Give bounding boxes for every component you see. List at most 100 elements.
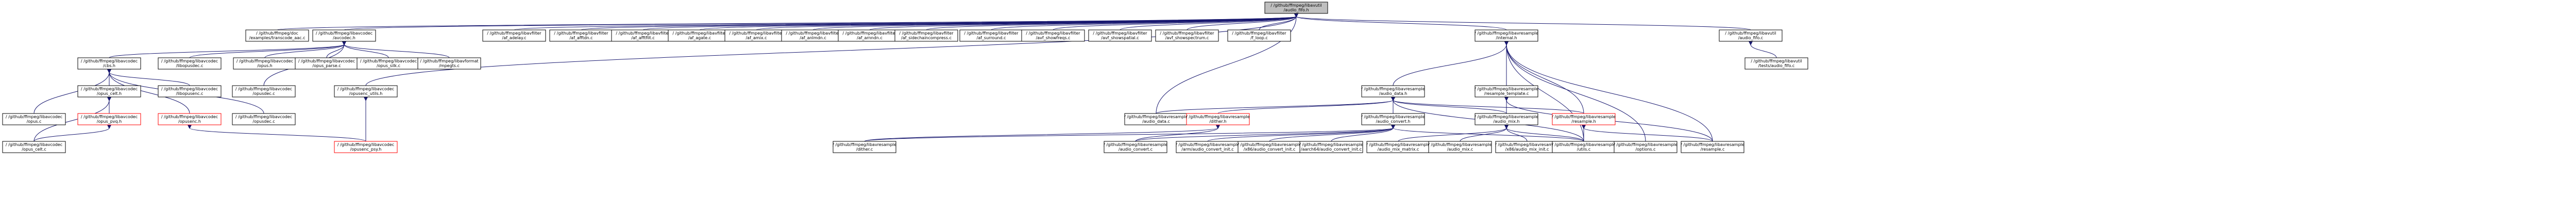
file-node[interactable]: / /github/ffmpeg/libavutil/audio_fifo.c (1719, 29, 1783, 42)
file-node[interactable]: / /github/ffmpeg/libavcodec/opusdec.c (232, 85, 296, 98)
dependency-edge (344, 44, 450, 58)
file-node-label: /f_loop.c (1250, 36, 1268, 40)
file-node[interactable]: / /github/ffmpeg/libavresample/aarch64/a… (1299, 141, 1363, 153)
file-node-label: / /github/ffmpeg/libavfilter (616, 31, 670, 36)
file-node-label: /mpegts.c (439, 63, 460, 68)
file-node-label: / /github/ffmpeg/libavresample (1681, 142, 1744, 147)
dependency-edge (1506, 44, 1713, 142)
dependency-edge (1393, 128, 1584, 142)
file-node[interactable]: / /github/ffmpeg/libavcodec/opus_pvq.h (77, 113, 141, 125)
file-node-label: / /github/ffmpeg/libavcodec (81, 87, 138, 91)
file-node-label: /tests/audio_fifo.c (1758, 63, 1795, 68)
file-node-label: /af_amix.c (745, 36, 767, 40)
file-node-label: / /github/ffmpeg/libavfilter (786, 31, 840, 36)
file-node-label: / /github/ffmpeg/libavcodec (235, 87, 292, 91)
file-node[interactable]: / /github/ffmpeg/libavresample/audio_dat… (1124, 113, 1188, 125)
file-node-label: / /github/ffmpeg/libavfilter (1160, 31, 1214, 36)
file-node-label: / /github/ffmpeg/libavfilter (1026, 31, 1080, 36)
file-node[interactable]: / /github/ffmpeg/libavcodec/cbs.h (77, 57, 141, 70)
file-node[interactable]: / /github/ffmpeg/libavfilter/af_surround… (959, 29, 1023, 42)
file-node-box (1155, 29, 1219, 42)
file-node-box (334, 141, 398, 153)
file-node[interactable]: / /github/ffmpeg/libavcodec/opus.h (233, 57, 297, 70)
file-node-box (312, 29, 376, 42)
file-node-label: /af_surround.c (977, 36, 1006, 40)
file-node-label: / /github/ffmpeg/libavresample (1299, 142, 1363, 147)
file-node[interactable]: / /github/ffmpeg/libavfilter/f_loop.c (1227, 29, 1291, 42)
file-node[interactable]: / /github/ffmpeg/libavcodec/avcodec.h (312, 29, 376, 42)
file-node-label: /aarch64/audio_convert_init.c (1301, 147, 1362, 152)
file-node-label: /audio_fifo.h (1283, 8, 1309, 12)
file-node-label: / /github/ffmpeg/libavcodec (316, 31, 372, 36)
file-node[interactable]: / /github/ffmpeg/libavfilter/avf_showfre… (1021, 29, 1085, 42)
file-node-label: / /github/ffmpeg/libavcodec (236, 59, 293, 63)
file-node[interactable]: / /github/ffmpeg/libavresample/audio_dat… (1361, 85, 1425, 98)
file-node-label: /audio_data.h (1379, 91, 1408, 96)
file-node-label: / /github/ffmpeg/libavcodec (337, 142, 394, 147)
file-node-label: /avf_showspectrum.c (1165, 36, 1209, 40)
dependency-edge (190, 128, 366, 142)
file-node-label: /af_agate.c (688, 36, 711, 40)
file-node[interactable]: / /github/ffmpeg/libavresample/audio_mix… (1475, 113, 1538, 125)
file-node[interactable]: / /github/ffmpeg/libavcodec/opus_parse.c (295, 57, 359, 70)
file-node[interactable]: / /github/ffmpeg/libavfilter/af_amix.c (724, 29, 788, 42)
file-node[interactable]: / /github/ffmpeg/libavcodec/opus.c (2, 113, 66, 125)
dependency-edge (1187, 17, 1296, 30)
file-node[interactable]: / /github/ffmpeg/libavfilter/af_agate.c (668, 29, 732, 42)
file-node[interactable]: / /github/ffmpeg/libavresample/resample_… (1475, 85, 1538, 98)
file-node-label: /opusdec.c (252, 91, 275, 96)
file-node[interactable]: / /github/ffmpeg/libavcodec/libopusdec.c (158, 57, 222, 70)
file-node[interactable]: / /github/ffmpeg/libavresample/dither.c (833, 141, 896, 153)
file-node[interactable]: / /github/ffmpeg/libavfilter/af_afftfilt… (611, 29, 675, 42)
file-node-label: /x86/audio_mix_init.c (1505, 147, 1549, 152)
file-node[interactable]: / /github/ffmpeg/doc/examples/transcode_… (245, 29, 309, 42)
file-node[interactable]: / /github/ffmpeg/libavfilter/af_afftdn.c (549, 29, 613, 42)
file-node[interactable]: / /github/ffmpeg/libavfilter/af_sidechai… (894, 29, 958, 42)
file-node[interactable]: / /github/ffmpeg/libavresample/audio_mix… (1366, 141, 1430, 153)
file-node[interactable]: / /github/ffmpeg/libavfilter/avf_showspa… (1088, 29, 1152, 42)
file-node-box (1744, 57, 1808, 70)
file-node[interactable]: / /github/ffmpeg/libavresample/audio_con… (1361, 113, 1425, 125)
file-node-box (1299, 141, 1363, 153)
file-node[interactable]: / /github/ffmpeg/libavcodec/opusenc_psy.… (334, 141, 398, 153)
file-node-label: /cbs.h (103, 63, 115, 68)
file-node-label: /opus_celt.c (22, 147, 46, 152)
file-node-label: /opus_silk.c (377, 63, 400, 68)
file-node[interactable]: / /github/ffmpeg/libavfilter/af_arnndn.c (838, 29, 902, 42)
file-node-label: /internal.h (1496, 36, 1517, 40)
file-node[interactable]: / /github/ffmpeg/libavformat/mpegts.c (417, 57, 481, 70)
file-node[interactable]: / /github/ffmpeg/libavresample/audio_con… (1104, 141, 1167, 153)
file-node-label: /audio_convert.c (1118, 147, 1153, 152)
file-node[interactable]: / /github/ffmpeg/libavcodec/opusenc_util… (334, 85, 398, 98)
file-node[interactable]: / /github/ffmpeg/libavresample/arm/audio… (1176, 141, 1240, 153)
file-node[interactable]: / /github/ffmpeg/libavresample/audio_mix… (1428, 141, 1492, 153)
file-node[interactable]: / /github/ffmpeg/libavcodec/libopusenc.c (158, 85, 222, 98)
dependency-edge (991, 17, 1296, 30)
file-node[interactable]: / /github/ffmpeg/libavutil/tests/audio_f… (1744, 57, 1808, 70)
dependency-edge (1207, 128, 1393, 142)
file-node[interactable]: / /github/ffmpeg/libavcodec/opus_celt.h (77, 85, 141, 98)
file-node-label: /x86/audio_convert_init.c (1244, 147, 1296, 152)
dependency-edge (864, 128, 1393, 142)
file-node[interactable]: / /github/ffmpeg/libavresample/x86/audio… (1238, 141, 1301, 153)
file-node-label: /opus_pvq.h (97, 119, 122, 124)
file-node[interactable]: / /github/ffmpeg/libavcodec/opusdec.c (232, 113, 296, 125)
file-node[interactable]: / /github/ffmpeg/libavcodec/opus_silk.c (357, 57, 420, 70)
file-node[interactable]: / /github/ffmpeg/libavcodec/opus_celt.c (2, 141, 66, 153)
file-node[interactable]: / /github/ffmpeg/libavcodec/opusenc.h (158, 113, 222, 125)
file-node[interactable]: / /github/ffmpeg/libavfilter/af_anlmdn.c (781, 29, 845, 42)
file-node-label: /audio_fifo.c (1738, 36, 1763, 40)
dependency-edge (33, 128, 109, 142)
file-node[interactable]: / /github/ffmpeg/libavfilter/af_adelay.c (482, 29, 546, 42)
file-node[interactable]: / /github/ffmpeg/libavfilter/avf_showspe… (1155, 29, 1219, 42)
file-node[interactable]: / /github/ffmpeg/libavresample/dither.h (1186, 113, 1250, 125)
file-node[interactable]: / /github/ffmpeg/libavresample/internal.… (1475, 29, 1538, 42)
file-node-label: /af_adelay.c (502, 36, 527, 40)
file-node[interactable]: / /github/ffmpeg/libavresample/options.c (1614, 141, 1677, 153)
file-node[interactable]: / /github/ffmpeg/libavresample/resample.… (1681, 141, 1744, 153)
file-node[interactable]: / /github/ffmpeg/libavresample/x86/audio… (1495, 141, 1559, 153)
file-node[interactable]: / /github/ffmpeg/libavresample/utils.c (1552, 141, 1616, 153)
file-node[interactable]: / /github/ffmpeg/libavresample/resample.… (1552, 113, 1616, 125)
file-node-box (1088, 29, 1152, 42)
